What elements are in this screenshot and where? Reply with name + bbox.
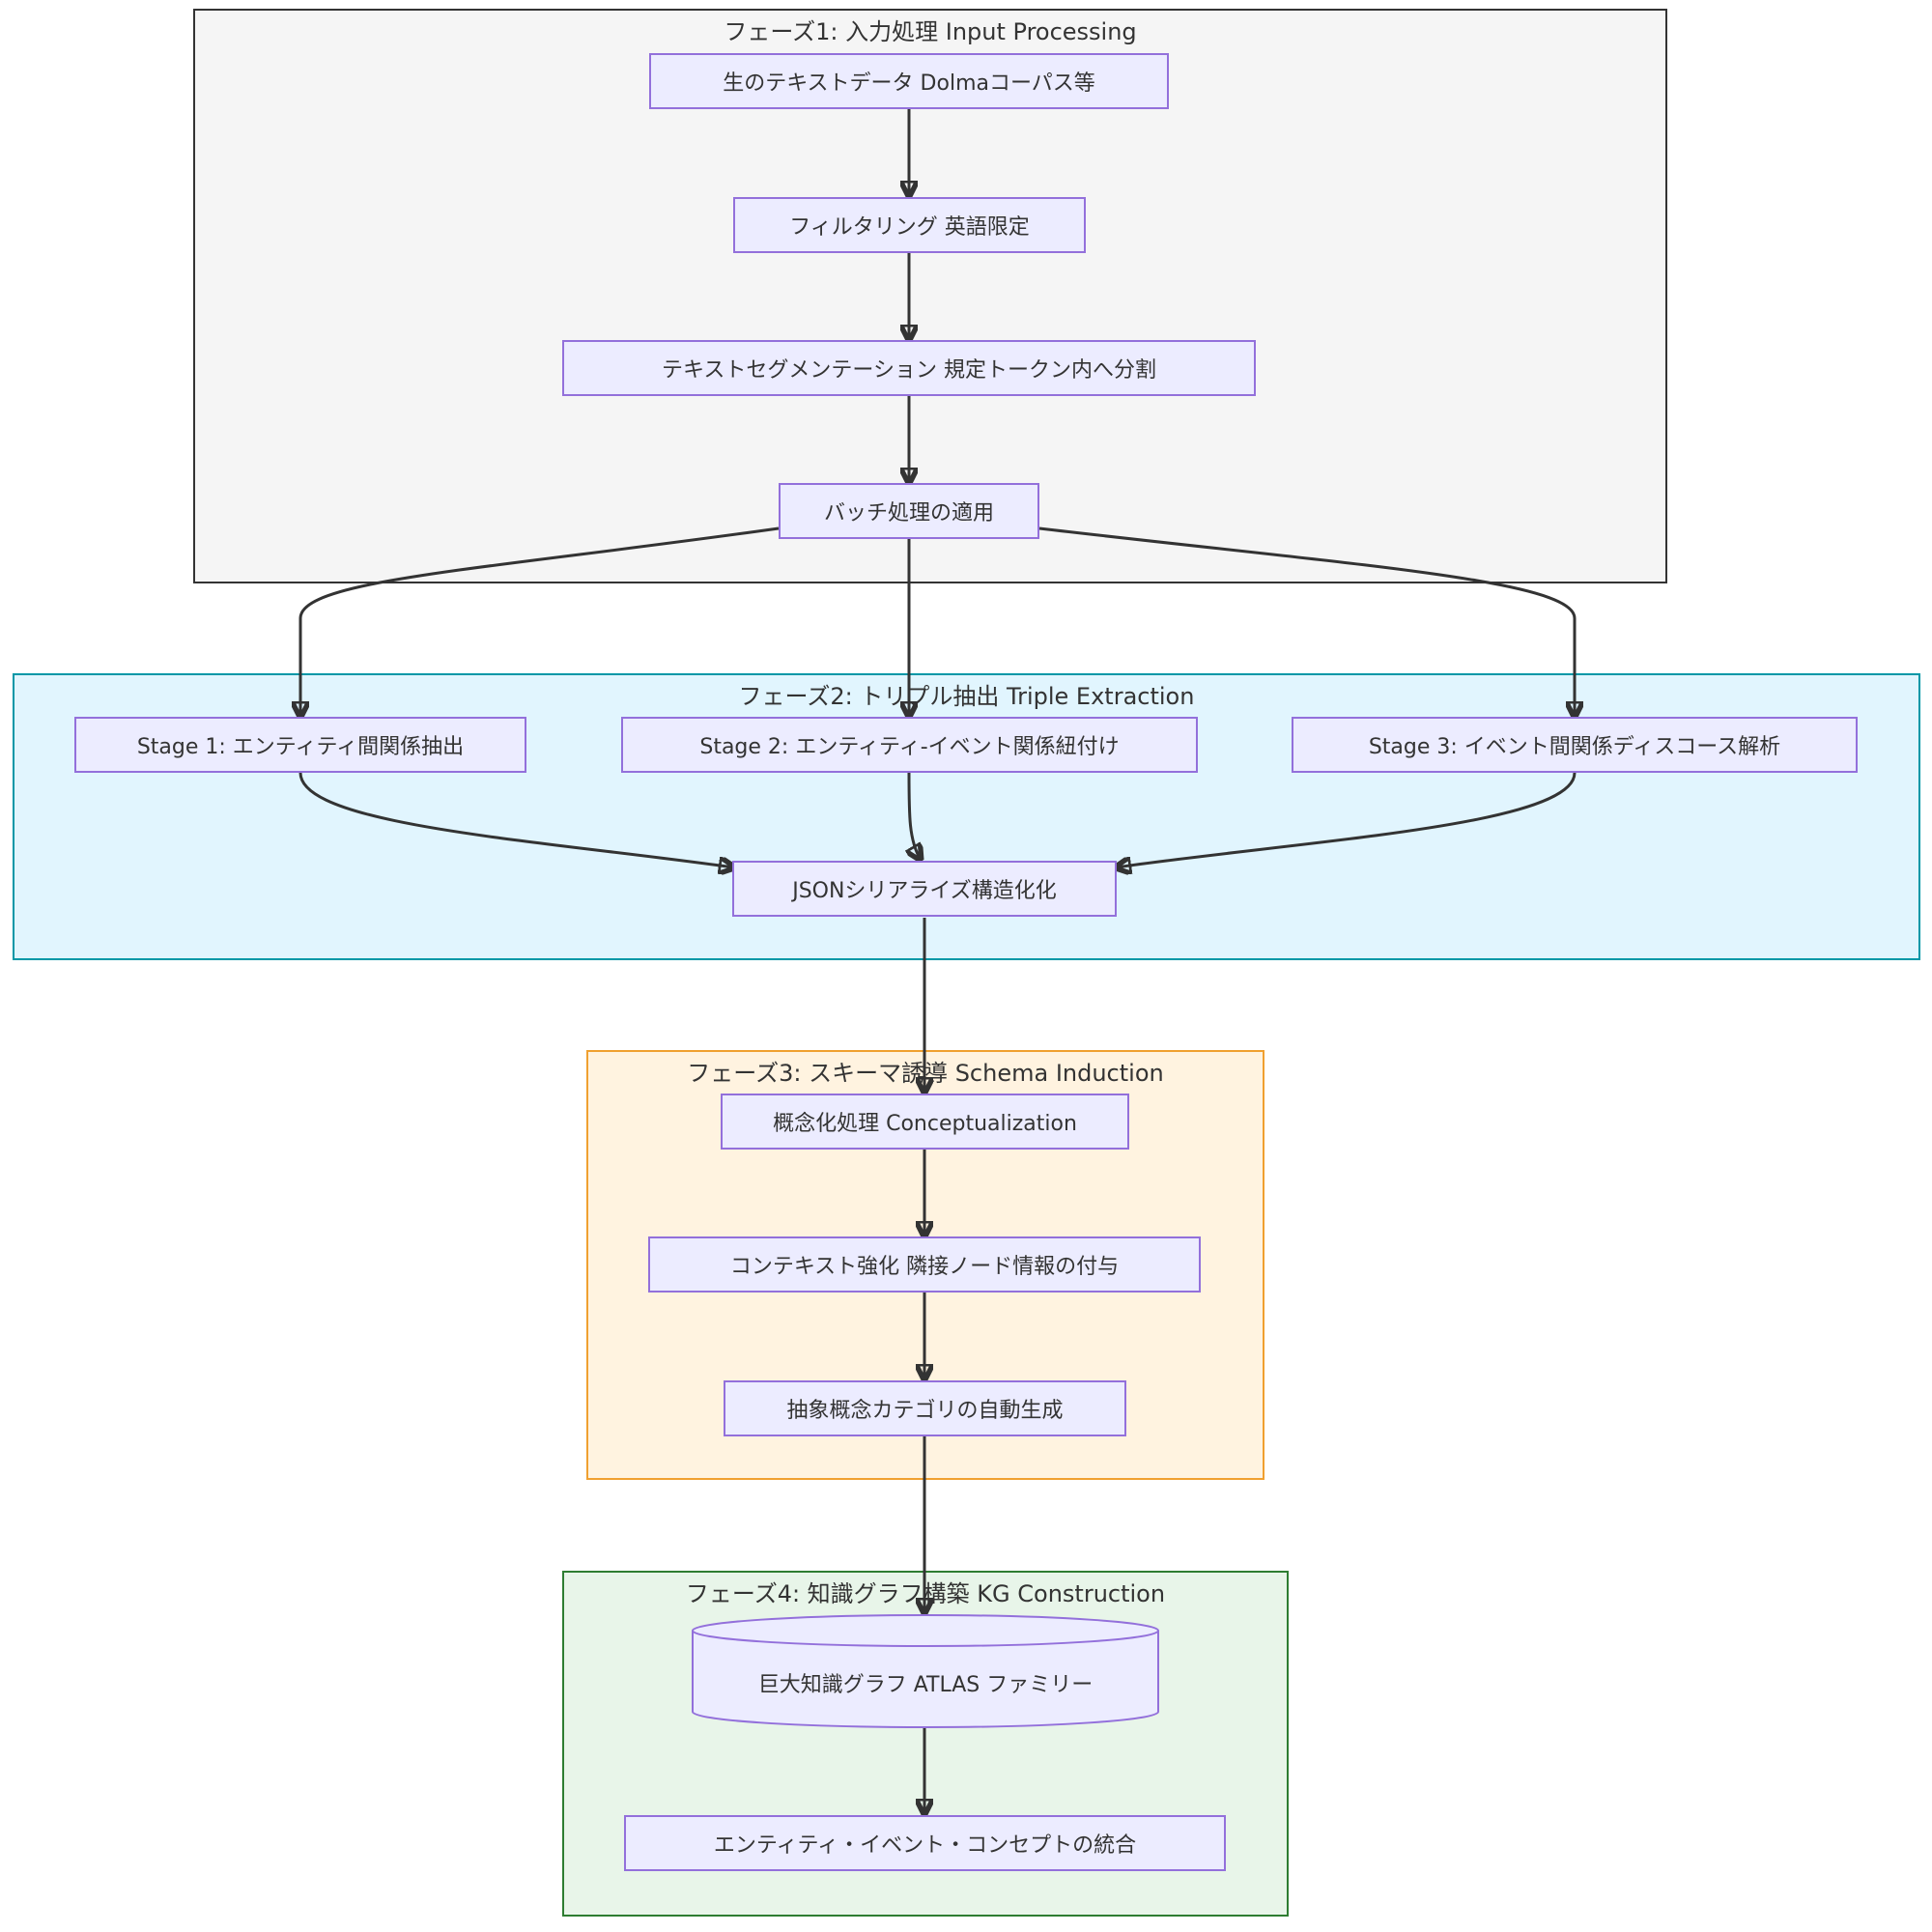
node-atlas[interactable]: 巨大知識グラフ ATLAS ファミリー (757, 1673, 1094, 1697)
node-raw-text[interactable]: 生のテキストデータ Dolmaコーパス等 (649, 53, 1169, 109)
node-batch[interactable]: バッチ処理の適用 (779, 483, 1039, 539)
edge-stage3-to-json (1116, 772, 1577, 867)
node-json[interactable]: JSONシリアライズ構造化化 (732, 861, 1117, 917)
phase2-title: フェーズ2: トリプル抽出 Triple Extraction (738, 683, 1195, 710)
node-segmentation[interactable]: テキストセグメンテーション 規定トークン内へ分割 (562, 340, 1256, 396)
node-stage1[interactable]: Stage 1: エンティティ間関係抽出 (74, 717, 526, 773)
node-conceptualization[interactable]: 概念化処理 Conceptualization (721, 1094, 1129, 1150)
atlas-cylinder (692, 1614, 1159, 1728)
node-categories[interactable]: 抽象概念カテゴリの自動生成 (724, 1380, 1126, 1436)
node-stage2[interactable]: Stage 2: エンティティ-イベント関係紐付け (621, 717, 1198, 773)
node-filtering[interactable]: フィルタリング 英語限定 (733, 197, 1086, 253)
edge-batch-to-stage1 (300, 526, 780, 717)
node-context[interactable]: コンテキスト強化 隣接ノード情報の付与 (648, 1236, 1201, 1293)
edge-batch-to-stage3 (1038, 526, 1575, 717)
edge-stage2-to-json (909, 772, 921, 860)
node-stage3[interactable]: Stage 3: イベント間関係ディスコース解析 (1292, 717, 1858, 773)
edge-stage1-to-json (298, 772, 734, 867)
node-integration[interactable]: エンティティ・イベント・コンセプトの統合 (624, 1815, 1226, 1871)
phase1-title: フェーズ1: 入力処理 Input Processing (724, 18, 1137, 45)
